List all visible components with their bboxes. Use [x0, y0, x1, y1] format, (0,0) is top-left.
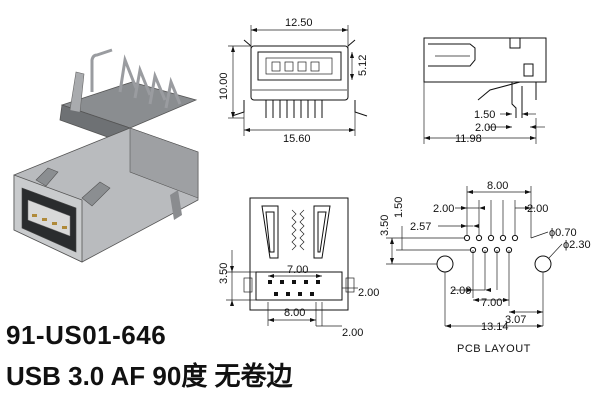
dim-height-total: 10.00 — [218, 72, 230, 100]
dim-pcb-offset: 3.07 — [505, 314, 526, 326]
dim-width-top: 12.50 — [285, 17, 313, 29]
dim-pcb-v1: 3.50 — [379, 215, 391, 236]
dim-pcb-v2: 1.50 — [393, 197, 405, 218]
dim-bottom-bottom-right: 2.00 — [342, 327, 363, 339]
dim-pcb-top-left: 2.00 — [433, 203, 454, 215]
connector-photo — [13, 48, 199, 263]
dim-bottom-right: 2.00 — [358, 287, 379, 299]
dim-bottom-left: 3.50 — [218, 263, 230, 284]
dim-pcb-bottom-pitch: 2.00 — [450, 285, 471, 297]
dim-bottom-pitch-bottom: 8.00 — [284, 307, 305, 319]
dim-pcb-top-width: 8.00 — [487, 180, 508, 192]
dim-pcb-overall: 13.14 — [481, 321, 509, 333]
dim-side-d1: 1.50 — [474, 109, 495, 121]
pcb-layout-label: PCB LAYOUT — [457, 343, 531, 355]
side-view: 1.50 2.00 11.98 — [423, 37, 547, 145]
product-description: USB 3.0 AF 90度 无卷边 — [6, 361, 293, 391]
pcb-holes-large — [436, 255, 552, 273]
dim-width-bottom: 15.60 — [283, 133, 311, 145]
product-model: 91-US01-646 — [6, 320, 167, 350]
dim-pcb-top-right: 2.00 — [527, 203, 548, 215]
dim-pcb-row-offset: 2.57 — [410, 221, 431, 233]
dim-side-length: 11.98 — [455, 133, 482, 145]
dim-bottom-pitch-top: 7.00 — [287, 264, 308, 276]
pcb-layout: 8.00 2.00 2.00 2.57 3.50 1.50 — [379, 180, 591, 355]
dim-pcb-bottom-width: 7.00 — [481, 297, 502, 309]
dim-pcb-big-hole: ϕ2.30 — [563, 239, 591, 251]
dim-opening-height: 5.12 — [357, 55, 369, 76]
dim-pcb-small-hole: ϕ0.70 — [549, 227, 577, 239]
pcb-holes-small — [463, 234, 519, 254]
dim-side-d2: 2.00 — [475, 122, 496, 134]
front-view: 12.50 — [218, 17, 369, 145]
bottom-view: 3.50 7.00 2.00 8.00 2.00 — [218, 197, 379, 339]
